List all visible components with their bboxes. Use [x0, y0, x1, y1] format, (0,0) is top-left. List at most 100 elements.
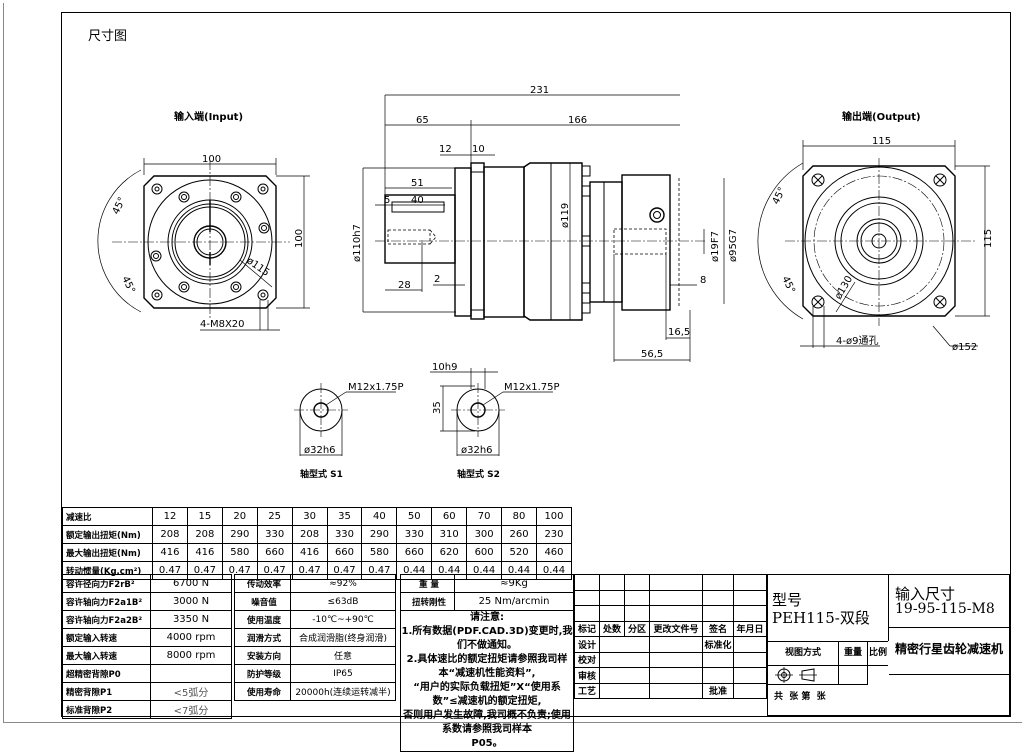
ratio-cell: 416	[152, 543, 188, 562]
projection-symbol-cell	[768, 666, 839, 685]
spec-label: 传动效率	[234, 574, 291, 593]
spec-value: 合成润滑脂(终身润滑)	[290, 628, 396, 647]
approve-label: 批准	[702, 682, 734, 699]
dim-bore: ø19F7	[710, 231, 721, 262]
dim-51: 51	[411, 178, 424, 189]
ratio-cell: 40	[361, 507, 398, 526]
spec-label: 扭转刚性	[400, 592, 455, 611]
ratio-cell: 20	[221, 507, 258, 526]
notes-line: 2.具体速比的额定扭矩请参照我司样本“减速机性能资料”,	[406, 654, 568, 679]
ratio-row-label: 减速比	[62, 507, 153, 526]
rev-header: 签名	[702, 620, 734, 637]
spec-label: 重 量	[400, 574, 455, 593]
rev-header: 处数	[599, 620, 625, 637]
spec-row: 安装方向任意	[234, 646, 396, 665]
spec-row: 使用温度-10℃~+90℃	[234, 610, 396, 629]
notes-line: 否则用户发生故障,我司概不负责;使用系数请参照我司样本	[403, 710, 571, 735]
notes-line: “用户的实际负载扭矩”X“使用系数”≤减速机的额定扭矩,	[413, 682, 561, 707]
dim-10: 10	[472, 144, 485, 155]
ratio-cell: 580	[361, 543, 398, 562]
scale-label: 比例	[868, 641, 888, 666]
s1-label: 轴型式 S1	[300, 468, 343, 480]
spec-value: 3350 N	[150, 610, 232, 629]
ratio-cell: 260	[501, 525, 537, 544]
product-name-cell: 精密行星齿轮减速机	[889, 628, 1009, 675]
spec-value: 6700 N	[150, 574, 232, 593]
spec-label: 使用温度	[234, 610, 291, 629]
s2-label: 轴型式 S2	[457, 468, 500, 480]
input-holes: 4-M8X20	[200, 319, 245, 330]
spec-row: 重 量 ≈9Kg	[400, 574, 574, 593]
dim-pilot: ø110h7	[352, 224, 363, 262]
spec-label: 安装方向	[234, 646, 291, 665]
ratio-cell: 70	[466, 507, 503, 526]
rev-header: 更改文件号	[649, 620, 703, 637]
dim-28: 28	[398, 280, 411, 291]
rev-header: 标记	[574, 620, 600, 637]
ratio-cell: 310	[431, 525, 468, 544]
output-pcd: ø130	[833, 274, 855, 301]
review-label: 审核	[574, 667, 600, 684]
dim-16-5: 16,5	[668, 327, 690, 338]
s2-thread: M12x1.75P	[504, 382, 560, 393]
dim-output-len: 166	[568, 115, 587, 126]
s1-thread: M12x1.75P	[348, 382, 404, 393]
input-size-cell: 输入尺寸 19-95-115-M8	[889, 575, 1009, 628]
output-width-dim: 115	[872, 136, 891, 147]
title-block: 型号 PEH115-双段 输入尺寸 19-95-115-M8 精密行星齿轮减速机…	[767, 574, 1010, 716]
ratio-cell: 30	[291, 507, 328, 526]
output-height-dim: 115	[983, 229, 994, 248]
rev-header: 年月日	[733, 620, 767, 637]
spec-label: 最大输入转速	[62, 646, 151, 665]
spec-value: IP65	[290, 664, 396, 683]
spec-label: 额定输入转速	[62, 628, 151, 647]
ratio-cell: 660	[326, 543, 363, 562]
output-end-view: 输出端(Output) 115 115 45° 45° ø130	[757, 110, 994, 353]
engineering-drawing: 尺寸图 输入端(Input) 100	[88, 29, 994, 480]
product-name: 精密行星齿轮减速机	[895, 642, 1004, 656]
spec-label: 防护等级	[234, 664, 291, 683]
dim-input-len: 65	[416, 115, 429, 126]
ratio-cell: 520	[501, 543, 537, 562]
input-size-value: 19-95-115-M8	[895, 601, 995, 617]
ratio-cell: 100	[535, 507, 573, 526]
dim-56-5: 56,5	[641, 349, 663, 360]
ratio-cell: 208	[152, 525, 188, 544]
ratio-cell: 12	[152, 507, 188, 526]
output-angle-bottom: 45°	[779, 275, 796, 296]
spec-value	[150, 664, 232, 683]
input-view-label: 输入端(Input)	[174, 110, 243, 123]
ratio-cell: 330	[256, 525, 293, 544]
shaft-type-s1: M12x1.75P ø32h6 轴型式 S1	[294, 382, 404, 480]
rev-header: 分区	[624, 620, 650, 637]
spec-label: 精密背隙P1	[62, 682, 151, 701]
check-label: 校对	[574, 651, 600, 668]
ratio-cell: 660	[256, 543, 293, 562]
spec-value: 20000h(连续运转减半)	[290, 682, 396, 701]
spec-row: 标准背隙P2<7弧分	[62, 700, 232, 719]
process-label: 工艺	[574, 682, 600, 699]
input-angle-top: 45°	[111, 196, 128, 217]
input-width-dim: 100	[202, 154, 221, 165]
spec-value: ≈92%	[290, 574, 396, 593]
spec-row: 噪音值≤63dB	[234, 592, 396, 611]
ratio-cell: 416	[186, 543, 223, 562]
sheet-count: 共 张 第 张	[774, 692, 826, 702]
ratio-cell: 620	[431, 543, 468, 562]
revision-header-row: 标记 处数 分区 更改文件号 签名 年月日	[574, 620, 767, 637]
spec-row: 传动效率≈92%	[234, 574, 396, 593]
spec-value: 4000 rpm	[150, 628, 232, 647]
ratio-cell: 460	[535, 543, 573, 562]
ratio-cell: 60	[431, 507, 468, 526]
spec-value: 25 Nm/arcmin	[454, 592, 574, 611]
notes-line: P05。	[471, 738, 503, 749]
ratio-cell: 580	[221, 543, 258, 562]
dim-overall: 231	[530, 85, 549, 96]
